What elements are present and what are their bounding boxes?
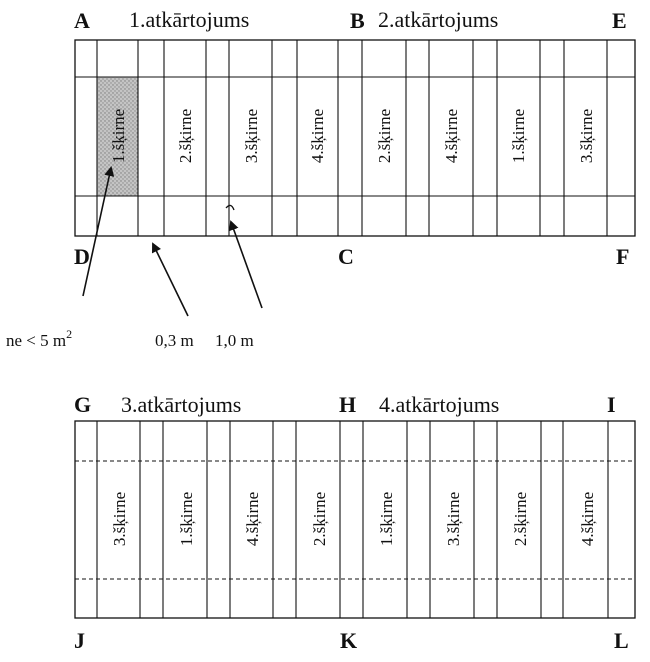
top-plot-dividers (96, 40, 608, 236)
bottom-plot-label-8: 4.šķirne (578, 492, 597, 546)
corner-d: D (74, 244, 90, 269)
bottom-field-frame (74, 420, 636, 619)
border-width-label: 1,0 m (215, 331, 254, 350)
top-plot-label-5: 2.šķirne (375, 109, 394, 163)
top-plot-label-7: 1.šķirne (509, 109, 528, 163)
highlighted-plot (97, 77, 138, 196)
corner-h: H (339, 392, 356, 417)
corner-c: C (338, 244, 354, 269)
corner-e: E (612, 8, 627, 33)
bottom-plot-label-2: 1.šķirne (177, 492, 196, 546)
corner-l: L (614, 628, 629, 653)
corner-i: I (607, 392, 616, 417)
corner-b: B (350, 8, 365, 33)
bottom-plot-dividers (96, 421, 609, 618)
annotation-arrows (82, 166, 263, 317)
top-plot-label-8: 3.šķirne (577, 109, 596, 163)
border-width-arrow (229, 220, 263, 309)
bottom-plot-label-1: 3.šķirne (110, 492, 129, 546)
corner-g: G (74, 392, 91, 417)
corner-a: A (74, 8, 90, 33)
top-plot-label-6: 4.šķirne (442, 109, 461, 163)
corner-j: J (74, 628, 85, 653)
gap-width-arrow (152, 242, 189, 317)
plot-area-exponent: 2 (66, 327, 72, 341)
top-field-frame (74, 39, 636, 237)
bottom-plot-label-4: 2.šķirne (310, 492, 329, 546)
plot-area-label: ne < 5 m2 (6, 327, 72, 350)
gap-width-label: 0,3 m (155, 331, 194, 350)
replication-4-title: 4.atkārtojums (379, 392, 499, 417)
top-field: A B E D C F 1.atkārtojums 2.atkārtojums … (74, 7, 636, 269)
bottom-plot-label-6: 3.šķirne (444, 492, 463, 546)
plot-area-arrow (82, 166, 115, 297)
replication-1-title: 1.atkārtojums (129, 7, 249, 32)
border-mark-curl (225, 204, 235, 211)
top-plot-label-3: 3.šķirne (242, 109, 261, 163)
corner-k: K (340, 628, 357, 653)
replication-3-title: 3.atkārtojums (121, 392, 241, 417)
bottom-field: G H I J K L 3.atkārtojums 4.atkārtojums … (74, 392, 636, 653)
top-plot-label-2: 2.šķirne (176, 109, 195, 163)
replication-2-title: 2.atkārtojums (378, 7, 498, 32)
corner-f: F (616, 244, 629, 269)
top-plot-label-1: 1.šķirne (109, 109, 128, 163)
bottom-plot-label-5: 1.šķirne (377, 492, 396, 546)
bottom-plot-label-3: 4.šķirne (243, 492, 262, 546)
top-plot-label-4: 4.šķirne (308, 109, 327, 163)
bottom-plot-label-7: 2.šķirne (511, 492, 530, 546)
